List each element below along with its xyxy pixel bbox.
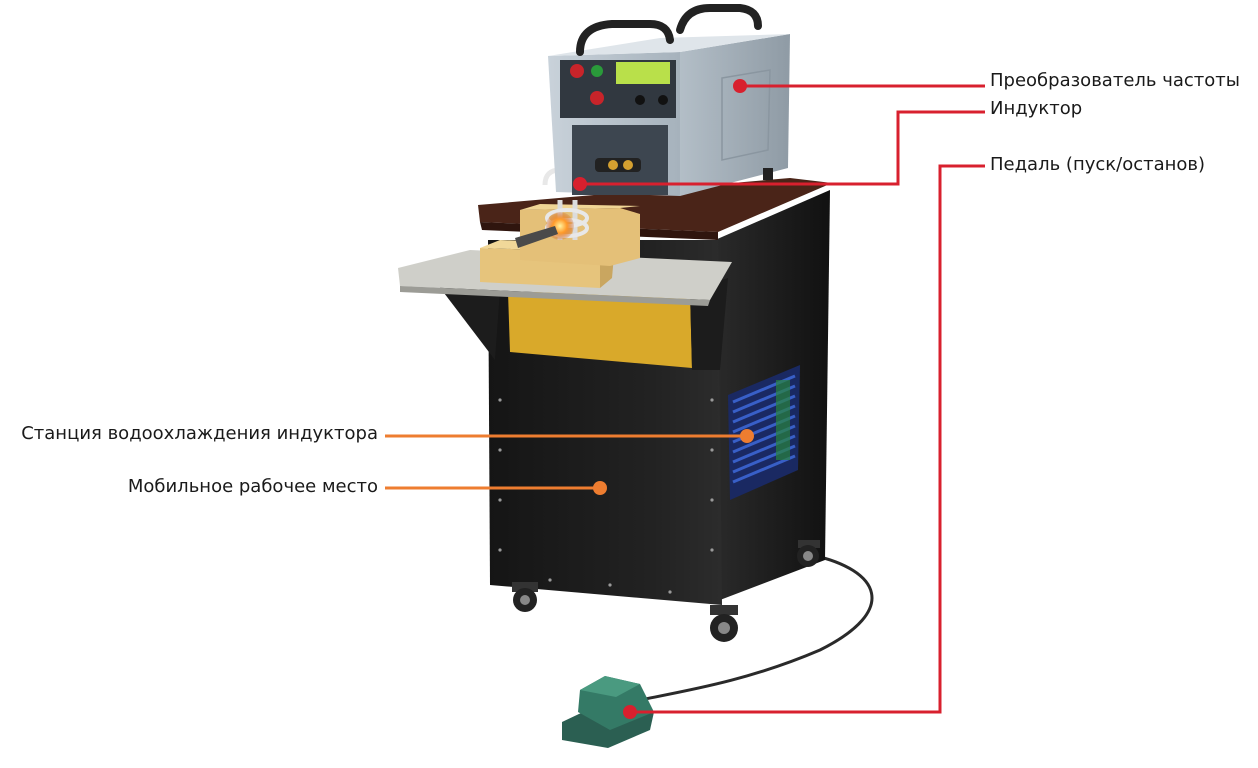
label-inductor: Индуктор: [990, 98, 1083, 119]
label-pedal: Педаль (пуск/останов): [990, 154, 1206, 175]
converter-marker-dot: [733, 79, 747, 93]
workplace-marker-dot: [593, 481, 607, 495]
cabinet-wheels: [512, 540, 820, 642]
orange-callout-lines: [385, 434, 745, 490]
label-cooling-station: Станция водоохлаждения индуктора: [21, 423, 378, 444]
cabinet-rivets: [498, 398, 714, 594]
left-bracket: [438, 285, 500, 360]
cooling-vent: [728, 365, 800, 500]
pedal-marker-dot: [623, 705, 637, 719]
red-callout-dots: [573, 79, 747, 719]
orange-callout-dots: [593, 429, 754, 495]
pedal-callout-line: [630, 164, 985, 714]
pedal-cable: [639, 553, 874, 702]
label-mobile-workplace: Мобильное рабочее место: [127, 476, 378, 497]
label-frequency-converter: Преобразователь частоты: [990, 70, 1240, 91]
inductor-callout-line: [580, 110, 985, 186]
yellow-panel: [508, 292, 692, 368]
workpiece: [515, 226, 558, 248]
red-callout-lines: [580, 84, 985, 714]
cooling-marker-dot: [740, 429, 754, 443]
inductor-marker-dot: [573, 177, 587, 191]
frequency-converter: [548, 4, 790, 196]
